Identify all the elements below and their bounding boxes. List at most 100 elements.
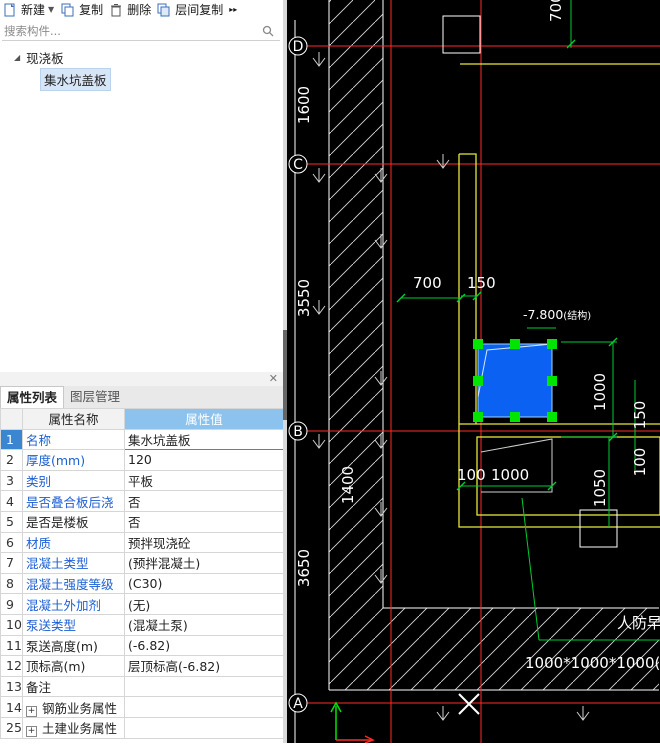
property-name: 备注 <box>22 675 125 698</box>
copy-button[interactable]: 复制 <box>58 1 106 19</box>
search-input[interactable] <box>2 22 256 40</box>
dim-150-a: 150 <box>467 274 496 292</box>
property-value[interactable]: 平板 <box>124 469 283 492</box>
component-tree: ◢ 现浇板 集水坑盖板 <box>0 44 283 370</box>
row-number: 1 <box>0 428 23 451</box>
expand-icon[interactable]: + <box>26 705 37 717</box>
property-value[interactable] <box>124 716 283 739</box>
axis-label-a: A <box>293 696 303 712</box>
property-value[interactable]: (预拌混凝土) <box>124 552 283 574</box>
axis-lines <box>295 0 660 743</box>
property-value[interactable]: 集水坑盖板 <box>124 428 283 451</box>
property-row[interactable]: 14+钢筋业务属性 <box>0 696 283 718</box>
axis-bubble-d[interactable]: D <box>288 36 308 56</box>
axis-bubble-b[interactable]: B <box>288 421 308 441</box>
grip-handles[interactable] <box>473 339 557 422</box>
cad-canvas[interactable]: D C B A 1600 3550 1400 3650 <box>287 0 660 744</box>
axis-bubble-a[interactable]: A <box>288 693 308 713</box>
dim-ticks <box>396 39 618 491</box>
elevation-value: -7.800 <box>523 307 563 322</box>
property-name: +土建业务属性 <box>22 716 125 739</box>
property-name: 材质 <box>22 531 125 554</box>
dim-700-top: 700 <box>547 0 565 22</box>
search-icon[interactable] <box>262 25 274 37</box>
row-number: 11 <box>0 634 23 657</box>
property-value[interactable]: 预拌现浇砼 <box>124 531 283 554</box>
dim-1000-v: 1000 <box>591 373 609 411</box>
property-name: 顶标高(m) <box>22 655 125 677</box>
delete-icon <box>111 3 122 16</box>
close-icon[interactable]: ✕ <box>268 372 278 385</box>
row-number: 9 <box>0 593 23 615</box>
tree-item-label: 集水坑盖板 <box>44 73 107 88</box>
tree-item-pit-cover[interactable]: 集水坑盖板 <box>40 68 111 91</box>
property-value[interactable]: 否 <box>124 490 283 512</box>
copy-icon <box>61 3 74 16</box>
collapse-icon[interactable]: ◢ <box>14 53 21 62</box>
component-panel: 新建 ▼ 复制 删除 层间复制 ▸▸ ◢ 现浇板 集水坑盖板 ✕ 属 <box>0 0 283 743</box>
expand-icon[interactable]: + <box>26 726 37 738</box>
property-value[interactable]: 否 <box>124 510 283 533</box>
new-icon <box>4 3 15 16</box>
axis-bubble-c[interactable]: C <box>288 154 308 174</box>
property-row[interactable]: 25+土建业务属性 <box>0 716 283 739</box>
property-value[interactable]: (混凝土泵) <box>124 613 283 636</box>
dim-3650: 3650 <box>295 549 313 587</box>
property-value[interactable]: (无) <box>124 593 283 615</box>
property-value[interactable]: (C30) <box>124 572 283 595</box>
row-number: 5 <box>0 510 23 533</box>
new-dropdown-icon[interactable]: ▼ <box>48 5 55 14</box>
property-name: 混凝土外加剂 <box>22 593 125 615</box>
property-name: 类别 <box>22 469 125 492</box>
selected-pit-cover[interactable] <box>473 339 557 422</box>
property-value[interactable]: 层顶标高(-6.82) <box>124 655 283 677</box>
header-value: 属性值 <box>124 408 283 430</box>
property-value[interactable]: (-6.82) <box>124 634 283 657</box>
row-number: 6 <box>0 531 23 554</box>
property-name: 是否是楼板 <box>22 510 125 533</box>
top-box <box>442 15 481 54</box>
dim-1600: 1600 <box>295 86 313 124</box>
toolbar-overflow-icon[interactable]: ▸▸ <box>229 5 238 14</box>
axis-label-d: D <box>293 39 304 55</box>
hatched-wall <box>329 0 659 690</box>
ucs-icon <box>330 701 375 744</box>
delete-button[interactable]: 删除 <box>106 1 154 19</box>
property-value[interactable] <box>124 675 283 698</box>
row-number: 12 <box>0 655 23 677</box>
elevation-suffix: (结构) <box>563 309 591 322</box>
elevation-label: -7.800(结构) <box>523 307 591 322</box>
property-value[interactable]: 120 <box>124 449 283 471</box>
row-number: 7 <box>0 552 23 574</box>
tab-layers[interactable]: 图层管理 <box>70 389 121 404</box>
hatch-mask <box>383 0 659 608</box>
tree-group-cast-slab[interactable]: ◢ 现浇板 <box>14 48 64 67</box>
dim-1000-h: 1000 <box>491 466 529 484</box>
floor-copy-button[interactable]: 层间复制 <box>154 1 226 19</box>
property-value[interactable] <box>124 696 283 718</box>
dim-1400: 1400 <box>339 466 357 504</box>
property-group-label: 钢筋业务属性 <box>42 700 118 716</box>
splitter-grip[interactable] <box>283 330 287 420</box>
tree-group-label: 现浇板 <box>26 51 64 66</box>
property-name: 是否叠合板后浇 <box>22 490 125 512</box>
tab-properties[interactable]: 属性列表 <box>0 386 65 408</box>
panel-splitter[interactable] <box>283 0 287 743</box>
new-button[interactable]: 新建 <box>0 1 48 19</box>
floor-copy-icon <box>157 3 170 16</box>
drawing-area[interactable]: D C B A 1600 3550 1400 3650 <box>287 0 660 744</box>
